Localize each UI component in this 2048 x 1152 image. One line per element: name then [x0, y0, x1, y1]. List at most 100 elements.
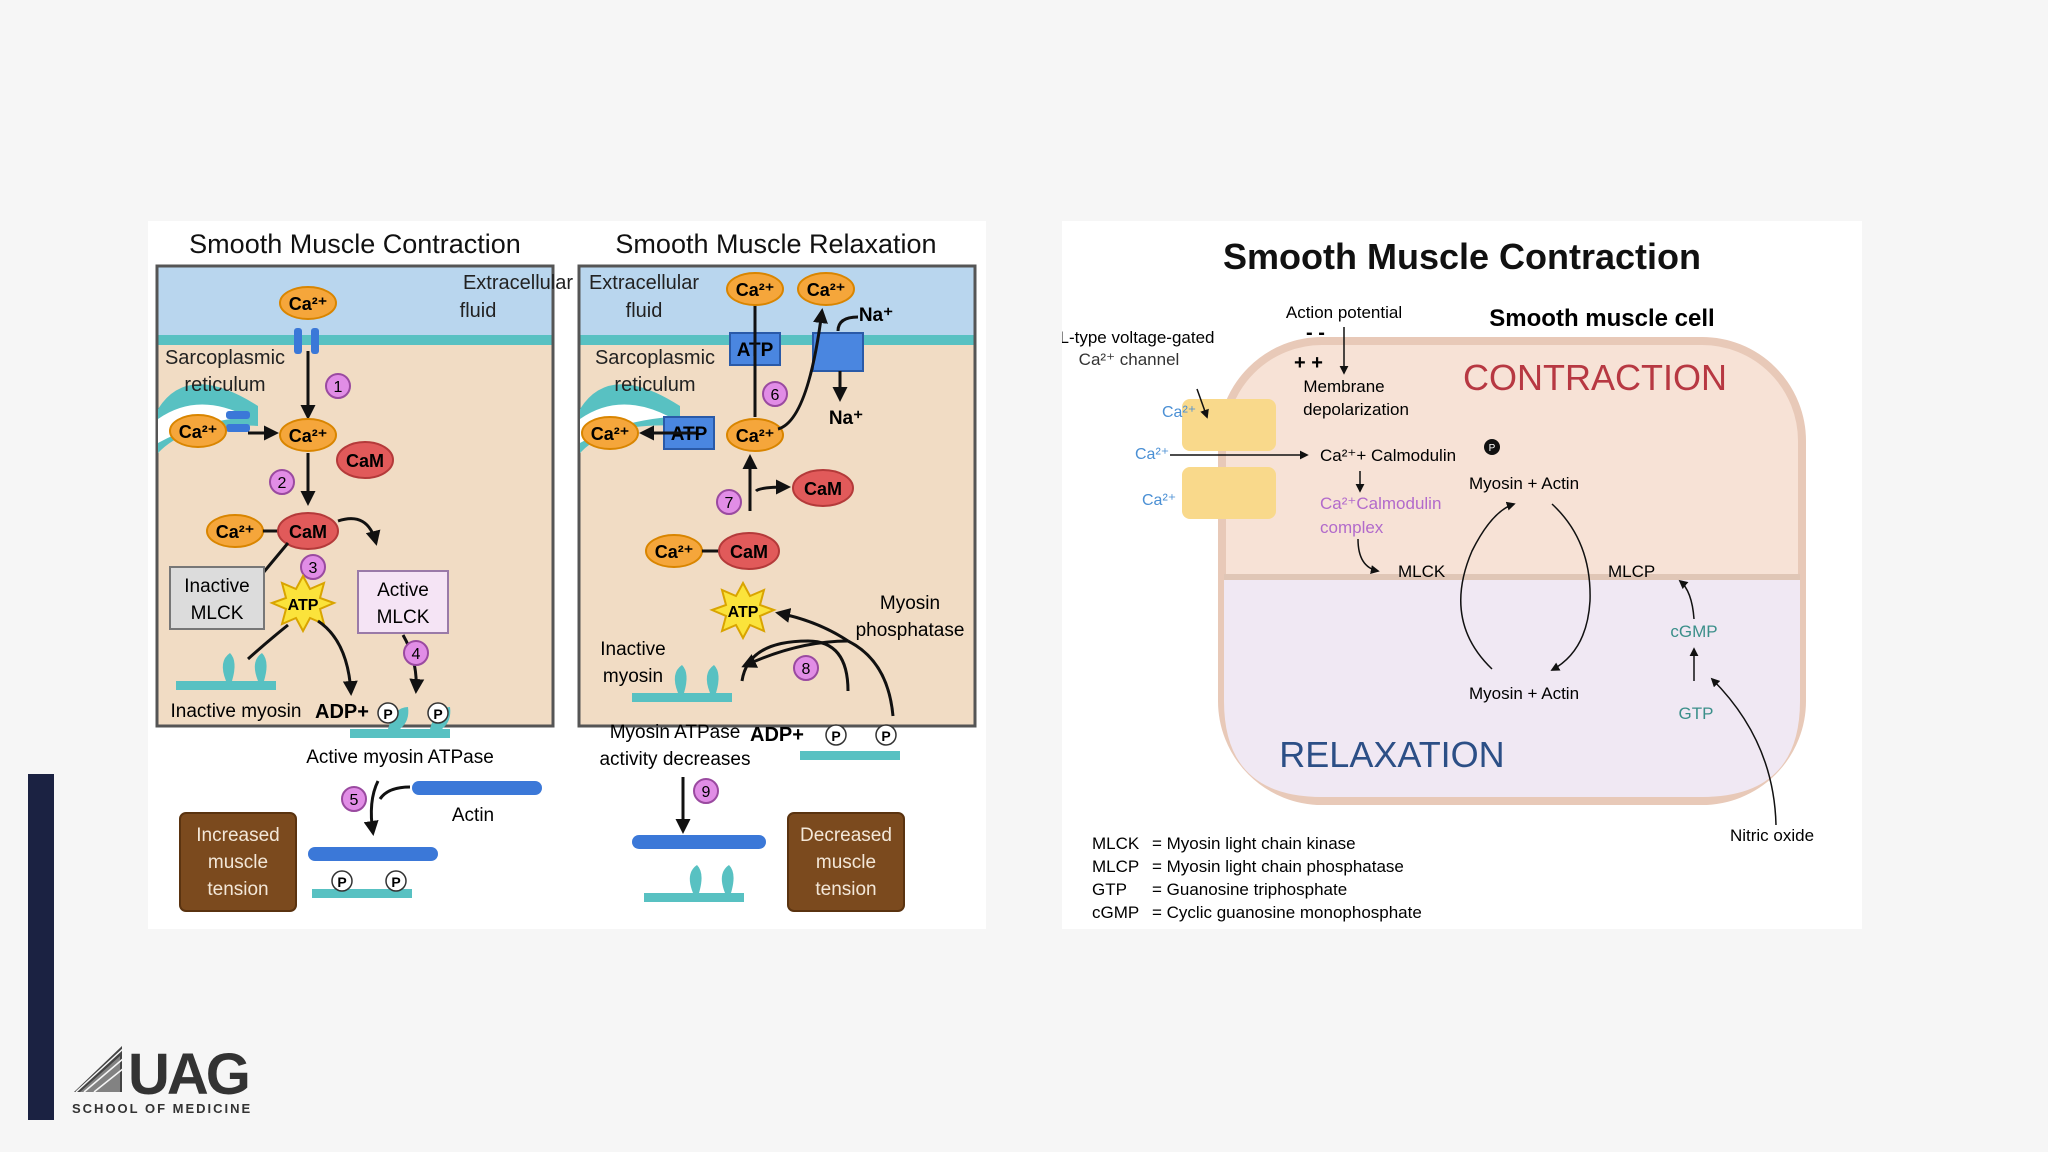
uag-logo: UAG SCHOOL OF MEDICINE — [72, 1038, 282, 1118]
svg-text:2: 2 — [278, 475, 287, 492]
relaxation-title: Smooth Muscle Relaxation — [615, 229, 936, 259]
svg-text:Inactive: Inactive — [600, 639, 665, 660]
svg-text:Myosin ATPase: Myosin ATPase — [610, 722, 741, 743]
svg-text:1: 1 — [334, 379, 343, 396]
step-4 — [403, 640, 429, 666]
active-mlck — [357, 570, 449, 634]
cam — [336, 441, 394, 479]
svg-text:6: 6 — [771, 387, 780, 404]
inactive-mlck — [169, 566, 265, 630]
logo-emblem — [74, 1046, 125, 1093]
mlck-label: MLCK — [1398, 562, 1446, 581]
contraction-extracellular-1: Extracellular — [463, 272, 573, 294]
right-figure: Smooth Muscle Contraction Smooth muscle … — [1060, 221, 1862, 929]
svg-text:muscle: muscle — [816, 852, 876, 873]
svg-text:ATP: ATP — [288, 597, 319, 614]
svg-text:= Cyclic guanosine monophospha: = Cyclic guanosine monophosphate — [1152, 903, 1422, 922]
channel-label-2: Ca²⁺ channel — [1079, 350, 1180, 369]
svg-text:GTP: GTP — [1679, 704, 1714, 723]
left-figure: Smooth Muscle Contraction Extracellular … — [148, 221, 986, 929]
svg-text:Ca²⁺Calmodulin: Ca²⁺Calmodulin — [1320, 494, 1441, 513]
svg-text:Action potential: Action potential — [1286, 303, 1402, 322]
svg-text:4: 4 — [412, 646, 421, 663]
svg-text:5: 5 — [350, 792, 359, 809]
svg-text:9: 9 — [702, 784, 711, 801]
svg-text:Sarcoplasmic: Sarcoplasmic — [595, 347, 715, 369]
step-7 — [716, 489, 742, 515]
svg-text:7: 7 — [725, 495, 734, 512]
svg-text:CaM: CaM — [804, 479, 842, 499]
contraction-extracellular — [158, 267, 552, 338]
svg-text:cGMP: cGMP — [1670, 622, 1717, 641]
svg-text:P: P — [1489, 443, 1496, 454]
relaxation-label: RELAXATION — [1279, 734, 1504, 775]
contraction-extracellular-2: fluid — [460, 300, 497, 322]
svg-text:Ca²⁺: Ca²⁺ — [1162, 404, 1196, 421]
svg-text:Myosin: Myosin — [880, 593, 940, 614]
svg-text:P: P — [391, 874, 400, 890]
na-ca-exchanger — [812, 332, 864, 372]
svg-text:Na⁺: Na⁺ — [829, 408, 863, 429]
svg-text:Ca²⁺: Ca²⁺ — [179, 422, 218, 442]
svg-text:3: 3 — [309, 560, 318, 577]
sr-label-1: Sarcoplasmic — [165, 347, 285, 369]
logo-subtitle: SCHOOL OF MEDICINE — [72, 1101, 252, 1116]
actin-label: Actin — [452, 805, 494, 826]
atp-burst — [709, 580, 777, 641]
svg-text:Ca²⁺: Ca²⁺ — [591, 424, 630, 444]
svg-text:Decreased: Decreased — [800, 825, 892, 846]
contraction-membrane — [158, 335, 552, 345]
actin-filament — [308, 781, 542, 861]
svg-text:depolarization: depolarization — [1303, 400, 1409, 419]
logo-name: UAG — [128, 1042, 248, 1107]
svg-text:Nitric oxide: Nitric oxide — [1730, 826, 1814, 845]
svg-text:Ca²⁺: Ca²⁺ — [655, 542, 694, 562]
cell-label: Smooth muscle cell — [1489, 305, 1714, 332]
svg-text:P: P — [337, 874, 346, 890]
svg-text:Ca²⁺: Ca²⁺ — [736, 426, 775, 446]
step-5 — [341, 786, 367, 812]
svg-text:8: 8 — [802, 661, 811, 678]
svg-text:CaM: CaM — [346, 451, 384, 471]
ca-ion — [169, 414, 227, 448]
adp-label: ADP+ — [315, 701, 369, 723]
svg-text:Myosin + Actin: Myosin + Actin — [1469, 684, 1579, 703]
svg-text:GTP: GTP — [1092, 880, 1127, 899]
svg-text:P: P — [383, 706, 392, 722]
svg-text:ATP: ATP — [728, 604, 759, 621]
ca-ion — [279, 286, 337, 320]
contraction-label: CONTRACTION — [1463, 357, 1727, 398]
svg-text:+ +: + + — [1294, 352, 1323, 374]
svg-text:= Myosin light chain phosphata: = Myosin light chain phosphatase — [1152, 857, 1404, 876]
svg-text:P: P — [831, 728, 840, 744]
svg-text:Ca²⁺: Ca²⁺ — [1135, 446, 1169, 463]
atp-burst — [269, 573, 337, 634]
svg-text:reticulum: reticulum — [614, 374, 695, 396]
mlcp-label: MLCP — [1608, 562, 1655, 581]
inactive-myosin-label: Inactive myosin — [171, 701, 302, 722]
channel-label-1: L-type voltage-gated — [1062, 328, 1215, 347]
svg-text:MLCK: MLCK — [377, 607, 430, 628]
svg-text:fluid: fluid — [626, 300, 663, 322]
svg-text:activity decreases: activity decreases — [599, 749, 750, 770]
calcium-channel — [1182, 467, 1276, 519]
step-1 — [325, 373, 351, 399]
cam — [277, 512, 339, 550]
decreased-tension-box — [787, 812, 905, 912]
svg-text:Ca²⁺: Ca²⁺ — [289, 294, 328, 314]
step-3 — [300, 554, 326, 580]
svg-text:Active: Active — [377, 580, 429, 601]
inactive-myosin-filament — [176, 681, 276, 690]
svg-text:CaM: CaM — [730, 542, 768, 562]
svg-text:Ca²⁺+ Calmodulin: Ca²⁺+ Calmodulin — [1320, 446, 1456, 465]
svg-text:P: P — [881, 728, 890, 744]
svg-text:Ca²⁺: Ca²⁺ — [736, 280, 775, 300]
svg-text:= Myosin light chain kinase: = Myosin light chain kinase — [1152, 834, 1356, 853]
svg-text:ADP+: ADP+ — [750, 724, 804, 746]
svg-text:Ca²⁺: Ca²⁺ — [216, 522, 255, 542]
contraction-title: Smooth Muscle Contraction — [189, 229, 521, 259]
svg-text:Ca²⁺: Ca²⁺ — [807, 280, 846, 300]
svg-text:phosphatase: phosphatase — [856, 620, 965, 641]
svg-text:MLCP: MLCP — [1092, 857, 1139, 876]
active-myosin-label: Active myosin ATPase — [306, 747, 494, 768]
